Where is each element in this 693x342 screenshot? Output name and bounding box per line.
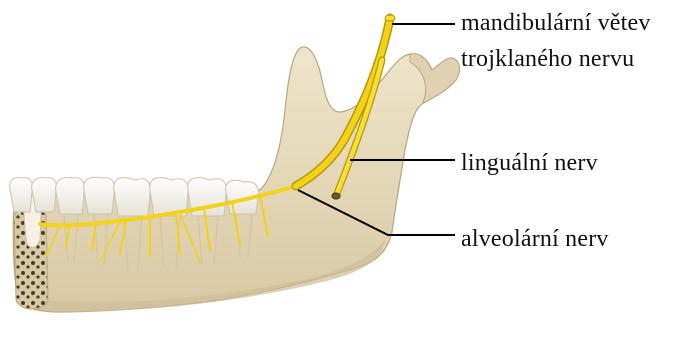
label-lingual-nerve: linguální nerv (461, 149, 598, 177)
lingual-nerve-end (332, 193, 340, 199)
label-mandibular-branch-line2: trojklaného nervu (461, 45, 634, 73)
teeth-row (10, 177, 259, 216)
nerve-cut-end (385, 15, 395, 21)
label-mandibular-branch-line1: mandibulární větev (461, 9, 651, 37)
label-alveolar-nerve: alveolární nerv (461, 225, 609, 253)
